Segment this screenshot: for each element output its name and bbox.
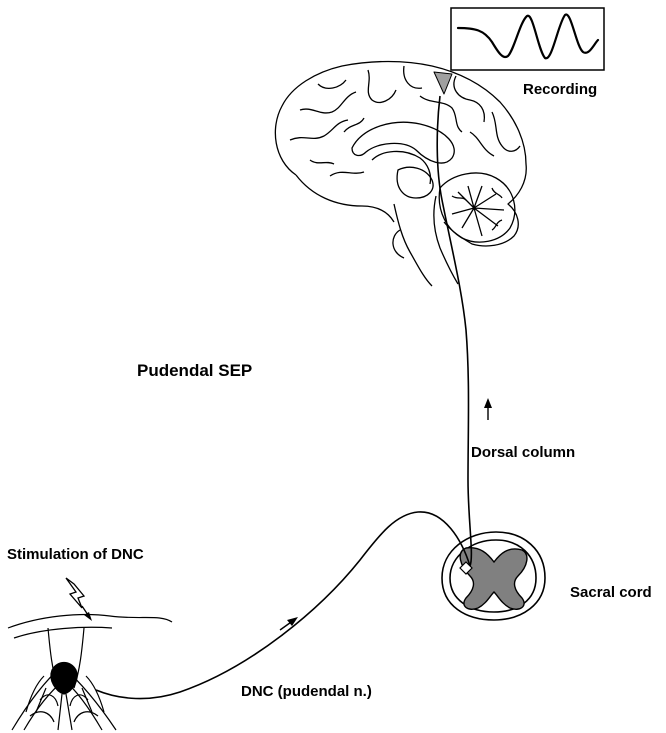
temporal-lobe-edge <box>296 175 394 222</box>
lightning-bolt-icon <box>66 578 84 608</box>
sulcus <box>492 112 520 151</box>
sulcus <box>318 80 346 88</box>
sulcus <box>420 96 462 132</box>
stimulus-arrow-head <box>84 612 92 621</box>
recording-site <box>434 72 452 94</box>
sacral-cord-label: Sacral cord <box>570 584 652 601</box>
sulcus <box>300 92 356 113</box>
sulcus <box>330 172 364 176</box>
thalamus <box>397 167 433 198</box>
arrow-icon <box>280 617 298 630</box>
diagram-title: Pudendal SEP <box>137 361 252 380</box>
sulcus <box>290 120 348 140</box>
brainstem <box>394 196 458 286</box>
pelvic-region <box>8 615 172 731</box>
sulcus <box>404 66 422 88</box>
sacral-cord <box>442 532 545 620</box>
recording-box <box>451 8 604 70</box>
sulcus <box>310 160 334 164</box>
recording-trace <box>451 8 604 70</box>
skin-surface-lower <box>14 627 112 638</box>
dnc-nerve-label: DNC (pudendal n.) <box>241 683 372 700</box>
stimulation-label: Stimulation of DNC <box>7 546 144 563</box>
recording-label: Recording <box>523 81 597 98</box>
corpus-callosum <box>352 122 454 163</box>
brain <box>275 62 526 287</box>
nerve-pathway <box>96 96 471 699</box>
fornix <box>372 151 431 184</box>
sulcus <box>368 70 396 102</box>
sulcus <box>454 76 484 122</box>
dorsal-column-label: Dorsal column <box>471 444 575 461</box>
sulcus <box>470 132 494 156</box>
arrow-icon <box>484 398 492 420</box>
